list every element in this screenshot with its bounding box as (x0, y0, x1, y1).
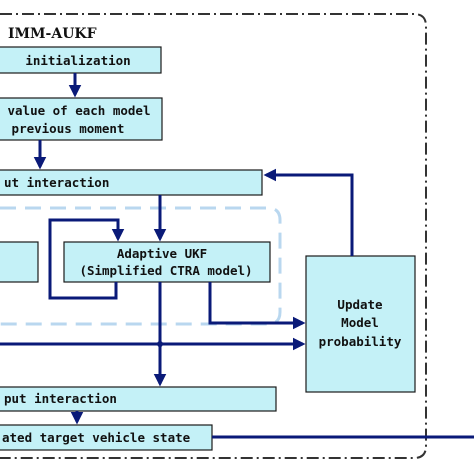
output-interaction-box (0, 386, 277, 412)
update-label-3: probability (319, 334, 402, 349)
adaptive-ukf-label-1: Adaptive UKF (117, 246, 207, 261)
model-value-label-2: previous moment (12, 121, 125, 136)
junction-dot (157, 341, 163, 347)
initialization-box (0, 46, 162, 74)
left-model-box (0, 241, 39, 283)
adaptive-ukf-label-2: (Simplified CTRA model) (79, 263, 252, 278)
update-model-probability-box (305, 255, 416, 393)
adaptive-ukf-box (63, 241, 271, 283)
arrow-update-to-input-interaction (263, 168, 354, 256)
initialization-label: initialization (25, 53, 130, 68)
estimated-state-label: ated target vehicle state (2, 430, 191, 445)
update-label-1: Update (337, 297, 383, 312)
input-interaction-label: ut interaction (4, 175, 109, 190)
outer-frame (0, 13, 427, 459)
model-value-box (0, 97, 163, 141)
arrow-ukf-to-update (208, 282, 306, 330)
model-value-label-1: value of each model (8, 103, 151, 118)
arrow-ukf-feedback-loop (48, 218, 125, 300)
output-interaction-label: put interaction (4, 391, 117, 406)
input-interaction-box (0, 169, 263, 196)
inner-dashed-frame (0, 206, 282, 326)
estimated-state-box (0, 424, 213, 451)
diagram-title: IMM-AUKF (8, 26, 97, 42)
update-label-2: Model (341, 315, 379, 330)
